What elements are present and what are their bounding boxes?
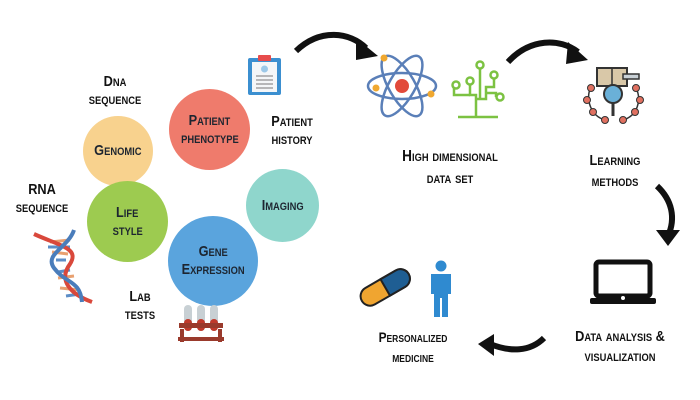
test-tubes-icon <box>178 305 224 342</box>
imaging-circle: Imaging <box>246 169 319 242</box>
dna-helix-icon <box>33 229 93 304</box>
arrow-to-data-set <box>293 31 378 60</box>
learning-methods-icon <box>583 67 644 124</box>
lifestyle-text-2: style <box>112 221 143 239</box>
ph-line-1: Patient <box>271 113 313 130</box>
lm-line-2: methods <box>591 173 639 190</box>
atom-icon <box>366 54 438 118</box>
lm-line-1: Learning <box>589 152 641 169</box>
gene-text-2: Expression <box>181 261 245 278</box>
da-line-2: visualization <box>584 348 656 365</box>
personalized-medicine-label: Personalized medicine <box>379 327 448 367</box>
person-icon <box>431 260 451 317</box>
ph-line-2: history <box>271 131 313 148</box>
arrow-to-learning <box>505 39 588 65</box>
phenotype-text-2: phenotype <box>180 129 239 147</box>
lab-line-1: Lab <box>129 288 151 305</box>
arrow-to-medicine <box>478 334 547 356</box>
dna-line-2: sequence <box>88 91 142 108</box>
genomic-text: Genomic <box>94 142 142 159</box>
laptop-icon <box>590 259 656 304</box>
dna-line-1: Dna <box>103 73 127 90</box>
pm-line-1: Personalized <box>378 329 448 345</box>
da-line-1: Data analysis & <box>575 328 665 345</box>
genomic-circle: Genomic <box>83 116 153 186</box>
imaging-text: Imaging <box>261 196 304 214</box>
rna-line-1: RNA <box>28 181 56 198</box>
phenotype-text-1: Patient <box>188 111 231 129</box>
learning-methods-label: Learning methods <box>590 150 641 192</box>
lab-line-2: tests <box>124 306 156 323</box>
rna-line-2: sequence <box>15 199 69 216</box>
arrow-to-analysis <box>654 183 680 246</box>
gene-text-1: Gene <box>198 243 228 260</box>
data-analysis-label: Data analysis & visualization <box>575 327 665 367</box>
pill-icon <box>359 268 411 307</box>
lifestyle-text-1: Life <box>116 203 139 221</box>
hd-line-1: High dimensional <box>402 148 498 165</box>
hd-line-2: data set <box>426 170 474 187</box>
high-dimensional-label: High dimensional data set <box>402 146 498 190</box>
pm-line-2: medicine <box>392 349 434 365</box>
clipboard-icon <box>248 55 281 95</box>
tree-network-icon <box>451 60 505 119</box>
